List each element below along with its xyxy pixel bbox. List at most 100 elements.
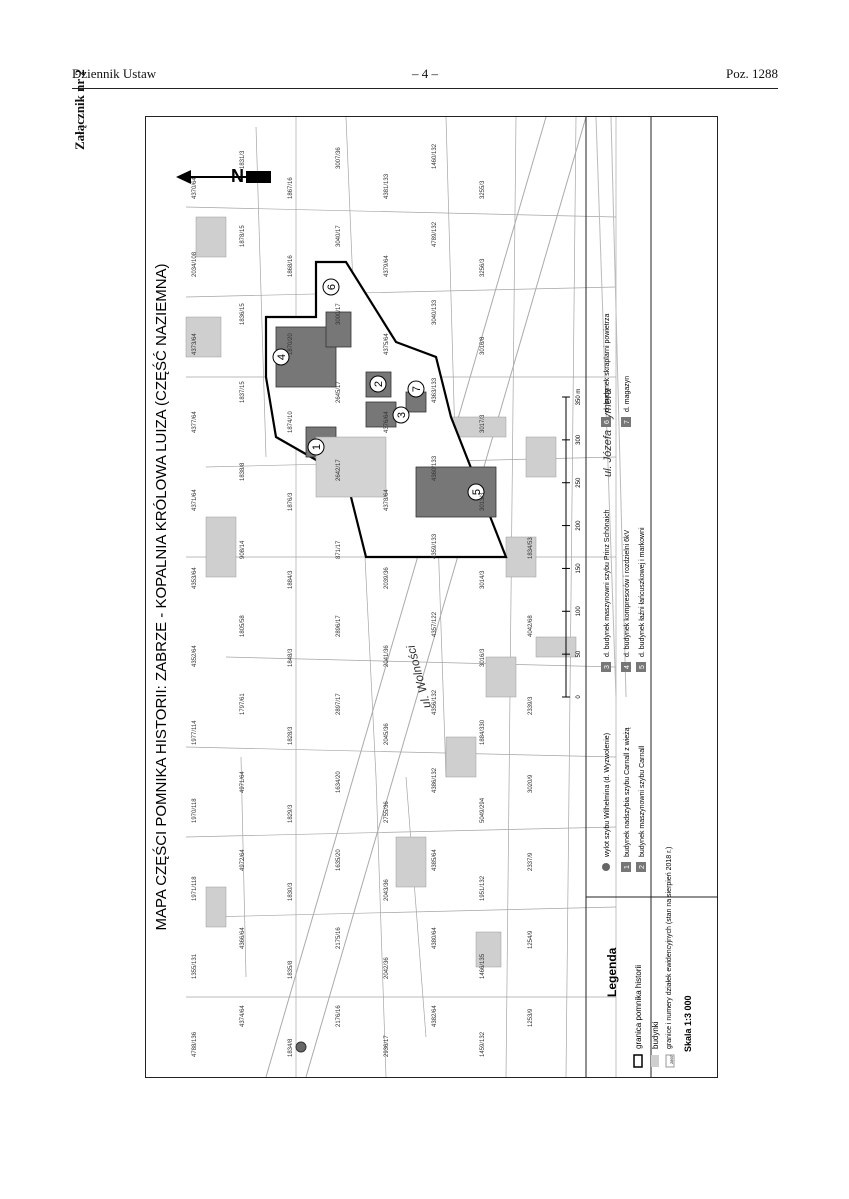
- parcel-label: 4357/122: [432, 611, 438, 637]
- legend-swatch-3: [601, 662, 611, 672]
- scale-tick-label: 100: [576, 606, 582, 617]
- parcel-label: 1977/114: [192, 720, 198, 745]
- parcel-label: 3255/3: [480, 180, 486, 199]
- legend-shaft-swatch: [602, 863, 610, 871]
- monument-building-5: [415, 466, 497, 518]
- legend-building-label: budynki: [651, 1021, 660, 1049]
- annex-label: Załącznik nr 2: [72, 69, 87, 150]
- scale-tick-label: 150: [576, 563, 582, 574]
- legend-item-4: d. budynek kompresorów i rozdzielni 6kV: [624, 529, 631, 657]
- parcel-label: 2176/16: [336, 1005, 342, 1027]
- parcel-label: 4971/64: [240, 771, 246, 793]
- parcel-label: 4366/64: [240, 927, 246, 949]
- legend-title: Legenda: [605, 947, 619, 997]
- scale-tick-label: 350 m: [576, 389, 582, 406]
- parcel-label: 1838/8: [240, 462, 246, 481]
- parcel-label: 3014/3: [480, 570, 486, 589]
- legend-key-2: 2: [639, 865, 646, 869]
- parcel-label: 4353/64: [192, 567, 198, 589]
- legend-parcel-swatch: [665, 1054, 675, 1068]
- legend-basic-items: granica pomnika historii budynki 2897 gr…: [633, 847, 675, 1068]
- header-rule: [72, 88, 778, 89]
- parcel-label: 4375/64: [384, 333, 390, 355]
- legend-item-5: d. budynek łaźni łańcuszkowej i markowni: [639, 527, 646, 657]
- legend-key-7: 7: [624, 420, 631, 424]
- parcel-label: 1835/8: [288, 960, 294, 979]
- parcel-label: 1635/20: [336, 849, 342, 871]
- scale-tick-label: 200: [576, 520, 582, 531]
- svg-text:6: 6: [326, 284, 338, 290]
- parcel-label: 1459/132: [480, 1031, 486, 1057]
- parcel-label: 4972/64: [240, 849, 246, 871]
- parcel-label: 3040/133: [432, 299, 438, 325]
- parcel-label: 1970/118: [192, 798, 198, 823]
- legend-swatch-2: [636, 862, 646, 872]
- svg-text:1: 1: [311, 444, 323, 450]
- scale-tick-label: 300: [576, 434, 582, 445]
- parcel-label: 4352/64: [192, 645, 198, 667]
- north-label: N: [231, 166, 244, 186]
- parcel-label: 4385/64: [432, 849, 438, 871]
- marker-6: 6: [322, 278, 340, 296]
- legend-parcel-label: granice i numery działek ewidencyjnych (…: [666, 847, 673, 1049]
- parcel-label: 4373/64: [192, 333, 198, 355]
- page-header: Dziennik Ustaw – 4 – Poz. 1288: [72, 66, 778, 86]
- marker-1: 1: [307, 438, 325, 456]
- parcel-label: 4378/64: [384, 489, 390, 511]
- map-svg: MAPA CZĘŚCI POMNIKA HISTORII: ZABRZE - K…: [146, 117, 717, 1077]
- parcel-label: 1466/135: [480, 953, 486, 979]
- parcel-label: 1253/9: [528, 1008, 534, 1027]
- parcel-label: 3016/3: [480, 648, 486, 667]
- parcel-label: 1836/15: [240, 303, 246, 325]
- parcel-label: 2175/16: [336, 927, 342, 949]
- parcel-label: 3000/17: [336, 303, 342, 325]
- parcel-label: 1971/118: [192, 876, 198, 901]
- legend-item-1: budynek nadszybia szybu Carnall z wieżą: [624, 727, 631, 857]
- parcel-label: 4370/64: [192, 177, 198, 199]
- legend-item-2: budynek maszynowni szybu Carnall: [639, 745, 646, 857]
- legend-key-3: 3: [604, 665, 611, 669]
- parcel-label: 2896/17: [336, 615, 342, 637]
- map-title: MAPA CZĘŚCI POMNIKA HISTORII: ZABRZE - K…: [152, 263, 170, 930]
- svg-text:3: 3: [396, 412, 408, 418]
- parcel-label: 4386/132: [432, 767, 438, 793]
- parcel-label: 1884/330: [480, 719, 486, 745]
- legend-item-7: d. magazyn: [624, 376, 631, 412]
- parcel-label: 1828/3: [288, 726, 294, 745]
- scale-tick-label: 50: [576, 650, 582, 657]
- scale-tick-label: 250: [576, 477, 582, 488]
- scale-bar: 0 50 100 150 200 250 300 350 m: [562, 389, 582, 699]
- parcel-label: 1460/132: [432, 143, 438, 169]
- marker-5: 5: [467, 483, 485, 501]
- legend-parcel-sample: 2897: [669, 1054, 674, 1064]
- parcel-label: 1884/3: [288, 570, 294, 589]
- page-number: – 4 –: [412, 66, 438, 81]
- parcel-label: 3256/3: [480, 258, 486, 277]
- parcel-label: 3016/8: [480, 336, 486, 355]
- parcel-label: 2337/9: [528, 852, 534, 871]
- legend-key-1: 1: [624, 865, 631, 869]
- parcel-label: 1868/16: [288, 255, 294, 277]
- legend-numbered-items: wylot szybu Wilhelmina (d. Wyzwolenie) 1…: [601, 313, 646, 872]
- parcel-label: 1797/61: [240, 693, 246, 715]
- legend-swatch-5: [636, 662, 646, 672]
- parcel-label: 1634/20: [336, 771, 342, 793]
- scale-tick-label: 0: [576, 695, 582, 699]
- legend-swatch-1: [621, 862, 631, 872]
- parcel-label: 1829/3: [288, 804, 294, 823]
- legend-item-3: d. budynek maszynowni szybu Prinz Schöna…: [604, 509, 611, 657]
- parcel-label: 1355/131: [192, 953, 198, 979]
- parcel-label: 1254/9: [528, 930, 534, 949]
- legend: Legenda granica pomnika historii budynki…: [562, 117, 717, 1077]
- parcel-label: 4359/133: [432, 533, 438, 559]
- parcel-label: 2034/108: [192, 251, 198, 277]
- parcel-label: 3007/36: [336, 147, 342, 169]
- legend-swatch-7: [621, 417, 631, 427]
- parcel-label: 4360/133: [432, 455, 438, 481]
- legend-swatch-6: [601, 417, 611, 427]
- parcel-label: 2042/36: [384, 957, 390, 979]
- parcel-label: 4382/64: [432, 1005, 438, 1027]
- parcel-label: 1834/53: [528, 537, 534, 559]
- parcel-label: 2039/36: [384, 567, 390, 589]
- svg-text:2: 2: [373, 381, 385, 387]
